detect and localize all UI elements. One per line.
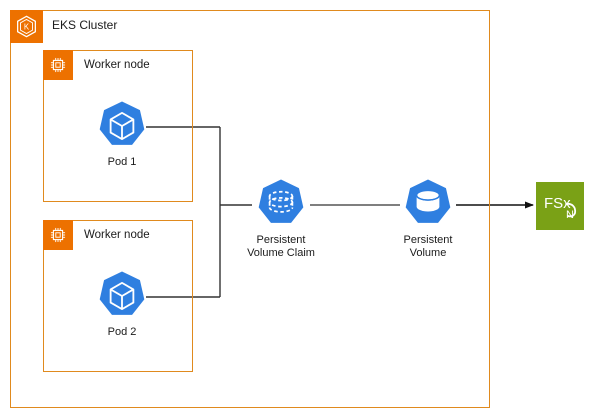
worker-node-icon xyxy=(43,50,73,80)
worker-node-1-label: Worker node xyxy=(84,59,150,71)
eks-cluster-label: EKS Cluster xyxy=(52,18,118,32)
pod-2-node[interactable]: Pod 2 xyxy=(62,268,182,339)
kubernetes-pod-icon xyxy=(99,101,145,145)
fsx-wordmark: FSx xyxy=(544,195,571,212)
worker-node-2-group: Worker node xyxy=(43,220,193,372)
cpu-chip-glyph xyxy=(50,57,66,73)
pod-1-node[interactable]: Pod 1 xyxy=(62,98,182,169)
svg-text:K: K xyxy=(24,23,30,32)
cpu-chip-glyph xyxy=(50,227,66,243)
worker-node-icon xyxy=(43,220,73,250)
pv-label-line-1: Persistent xyxy=(403,234,453,246)
persistent-volume-icon xyxy=(405,179,451,223)
eks-cluster-group xyxy=(10,10,490,408)
pvc-label-line-2: Volume Claim xyxy=(247,247,315,259)
pv-label-line-2: Volume xyxy=(409,247,447,259)
pvc-label-line-1: Persistent xyxy=(256,234,306,246)
worker-node-2-label: Worker node xyxy=(84,229,150,241)
fsx-for-netapp-ontap-node[interactable]: FSx N xyxy=(536,182,584,230)
pod-1-label: Pod 1 xyxy=(107,156,137,168)
worker-node-1-group: Worker node xyxy=(43,50,193,202)
pod-2-label: Pod 2 xyxy=(107,326,137,338)
svg-text:N: N xyxy=(566,209,574,221)
eks-cluster-icon: K xyxy=(10,10,43,43)
kubernetes-pod-icon xyxy=(99,271,145,315)
fsx-for-netapp-ontap-icon: FSx N xyxy=(536,182,584,230)
persistent-volume-claim-icon xyxy=(258,179,304,223)
kubernetes-hexagon-glyph: K xyxy=(17,15,36,38)
netapp-logo-glyph: N xyxy=(565,202,577,221)
